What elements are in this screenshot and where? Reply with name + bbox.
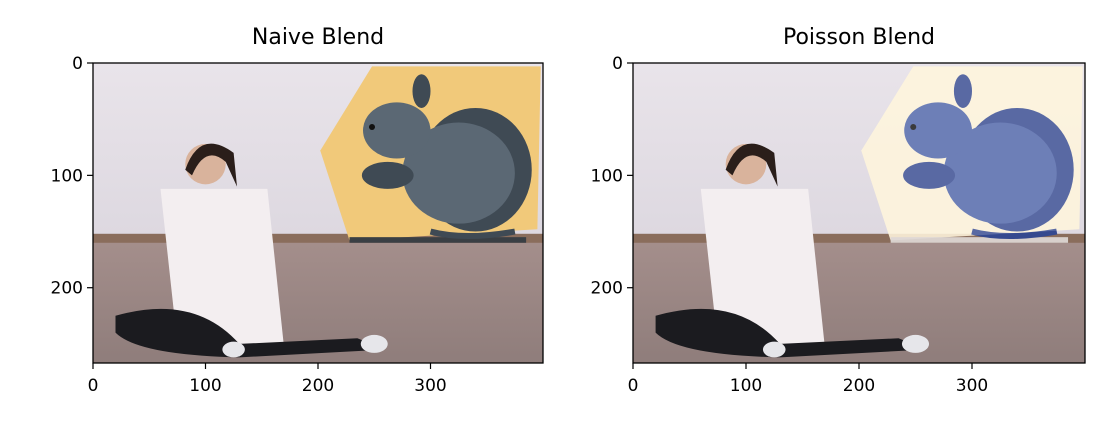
squirrel-torso — [402, 122, 515, 224]
person-shirt — [160, 188, 285, 350]
squirrel-foot — [429, 228, 516, 240]
x-tick-label: 200 — [302, 376, 334, 396]
person-shoe — [762, 341, 786, 358]
blended-image — [93, 63, 543, 363]
y-tick-label: 0 — [612, 54, 623, 74]
panel-title: Poisson Blend — [783, 25, 935, 50]
y-tick-label: 200 — [591, 279, 623, 299]
person-legs — [115, 308, 386, 358]
blended-image — [633, 63, 1085, 363]
squirrel-head — [904, 102, 972, 159]
squirrel-ear — [412, 74, 431, 108]
patch-bottom-strip — [890, 237, 1069, 243]
squirrel-eye — [369, 124, 375, 131]
poisson-blend-panel: 0 100 200 300 0 100 200 Poisson Blend — [591, 25, 1086, 396]
squirrel-paws — [361, 161, 414, 189]
baseboard — [633, 233, 1085, 243]
x-tick-label: 100 — [730, 376, 762, 396]
panel-title: Naive Blend — [252, 25, 384, 50]
person-shoe — [360, 334, 388, 353]
squirrel-ear — [953, 74, 973, 108]
x-tick-label: 200 — [843, 376, 875, 396]
person-hair — [725, 143, 778, 187]
y-tick-label: 200 — [51, 279, 83, 299]
x-tick-label: 100 — [189, 376, 221, 396]
squirrel-eye — [910, 124, 917, 131]
squirrel-paws — [903, 161, 956, 189]
x-tick-label: 300 — [414, 376, 446, 396]
squirrel-torso — [943, 122, 1057, 224]
blend-glow — [861, 66, 1083, 241]
person-shoe — [901, 334, 930, 353]
naive-blend-panel: 0 100 200 300 0 100 200 Naive Blend — [51, 25, 544, 396]
squirrel-head — [363, 102, 431, 159]
x-tick-label: 0 — [88, 376, 99, 396]
person-hair — [185, 143, 237, 187]
x-tick-label: 300 — [956, 376, 988, 396]
x-tick-label: 0 — [628, 376, 639, 396]
person-shirt — [700, 188, 826, 350]
baseboard — [93, 233, 543, 243]
y-tick-label: 0 — [72, 54, 83, 74]
y-tick-label: 100 — [591, 166, 623, 186]
person-shoe — [222, 341, 245, 358]
person-legs — [655, 308, 927, 358]
y-tick-label: 100 — [51, 166, 83, 186]
squirrel-foot — [971, 228, 1058, 240]
patch-bottom-strip — [349, 237, 527, 243]
